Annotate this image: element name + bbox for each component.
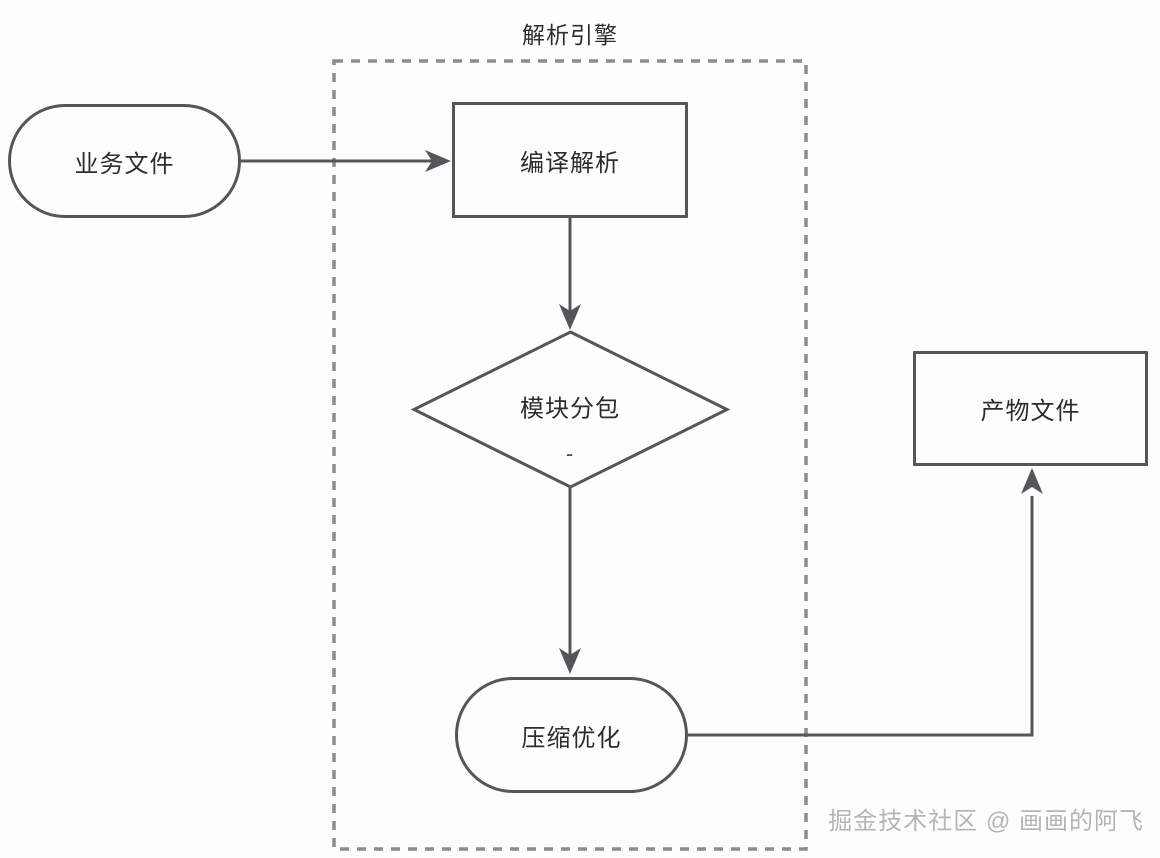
node-compress-optimize-label: 压缩优化 [521, 724, 622, 752]
arrowhead-compile-to-split [559, 304, 581, 330]
node-output-file-label: 产物文件 [980, 398, 1081, 425]
arrowhead-compress-to-output [1021, 468, 1043, 494]
module-split-diamond [410, 330, 731, 489]
node-compile-parse-label: 编译解析 [520, 149, 620, 177]
arrowhead-split-to-compress [559, 648, 581, 674]
arrowhead-business-to-compile [425, 150, 451, 172]
parse-engine-group-border [332, 59, 808, 851]
node-business-file: 业务文件 [8, 104, 241, 218]
juejin-watermark: 掘金技术社区 @ 画画的阿飞 [828, 808, 1144, 835]
node-compress-optimize: 压缩优化 [455, 677, 688, 793]
node-compile-parse: 编译解析 [452, 102, 688, 218]
arrow-compress-to-output [688, 496, 1034, 737]
node-business-file-label: 业务文件 [74, 150, 175, 178]
group-title-parse-engine: 解析引擎 [522, 22, 618, 48]
node-output-file: 产物文件 [913, 351, 1148, 466]
